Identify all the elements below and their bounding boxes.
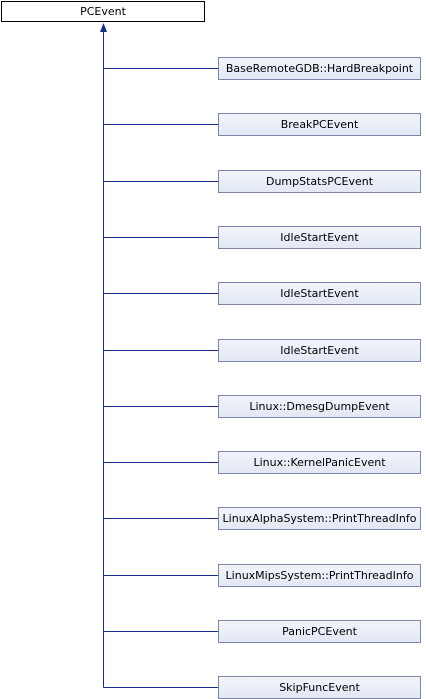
derived-class-node[interactable]: LinuxAlphaSystem::PrintThreadInfo	[218, 507, 421, 530]
base-class-node[interactable]: PCEvent	[1, 1, 205, 22]
derived-class-label: Linux::KernelPanicEvent	[253, 456, 386, 469]
derived-class-label: PanicPCEvent	[282, 625, 357, 638]
derived-class-node[interactable]: LinuxMipsSystem::PrintThreadInfo	[218, 564, 421, 587]
derived-class-node[interactable]: Linux::KernelPanicEvent	[218, 451, 421, 474]
base-class-label: PCEvent	[80, 5, 126, 18]
derived-class-node[interactable]: PanicPCEvent	[218, 620, 421, 643]
derived-class-node[interactable]: IdleStartEvent	[218, 226, 421, 249]
derived-class-node[interactable]: DumpStatsPCEvent	[218, 170, 421, 193]
derived-class-label: IdleStartEvent	[280, 231, 359, 244]
derived-class-label: Linux::DmesgDumpEvent	[249, 400, 390, 413]
derived-class-node[interactable]: IdleStartEvent	[218, 339, 421, 362]
derived-class-label: LinuxMipsSystem::PrintThreadInfo	[225, 569, 414, 582]
derived-class-node[interactable]: BaseRemoteGDB::HardBreakpoint	[218, 57, 421, 80]
derived-class-label: SkipFuncEvent	[279, 681, 360, 694]
derived-class-label: IdleStartEvent	[280, 344, 359, 357]
derived-class-node[interactable]: Linux::DmesgDumpEvent	[218, 395, 421, 418]
derived-class-label: BreakPCEvent	[280, 118, 359, 131]
derived-class-label: IdleStartEvent	[280, 287, 359, 300]
inheritance-arrowhead	[100, 23, 107, 32]
derived-class-label: DumpStatsPCEvent	[265, 175, 374, 188]
derived-class-label: BaseRemoteGDB::HardBreakpoint	[225, 62, 414, 75]
derived-class-label: LinuxAlphaSystem::PrintThreadInfo	[222, 512, 417, 525]
derived-class-node[interactable]: BreakPCEvent	[218, 113, 421, 136]
derived-class-node[interactable]: IdleStartEvent	[218, 282, 421, 305]
